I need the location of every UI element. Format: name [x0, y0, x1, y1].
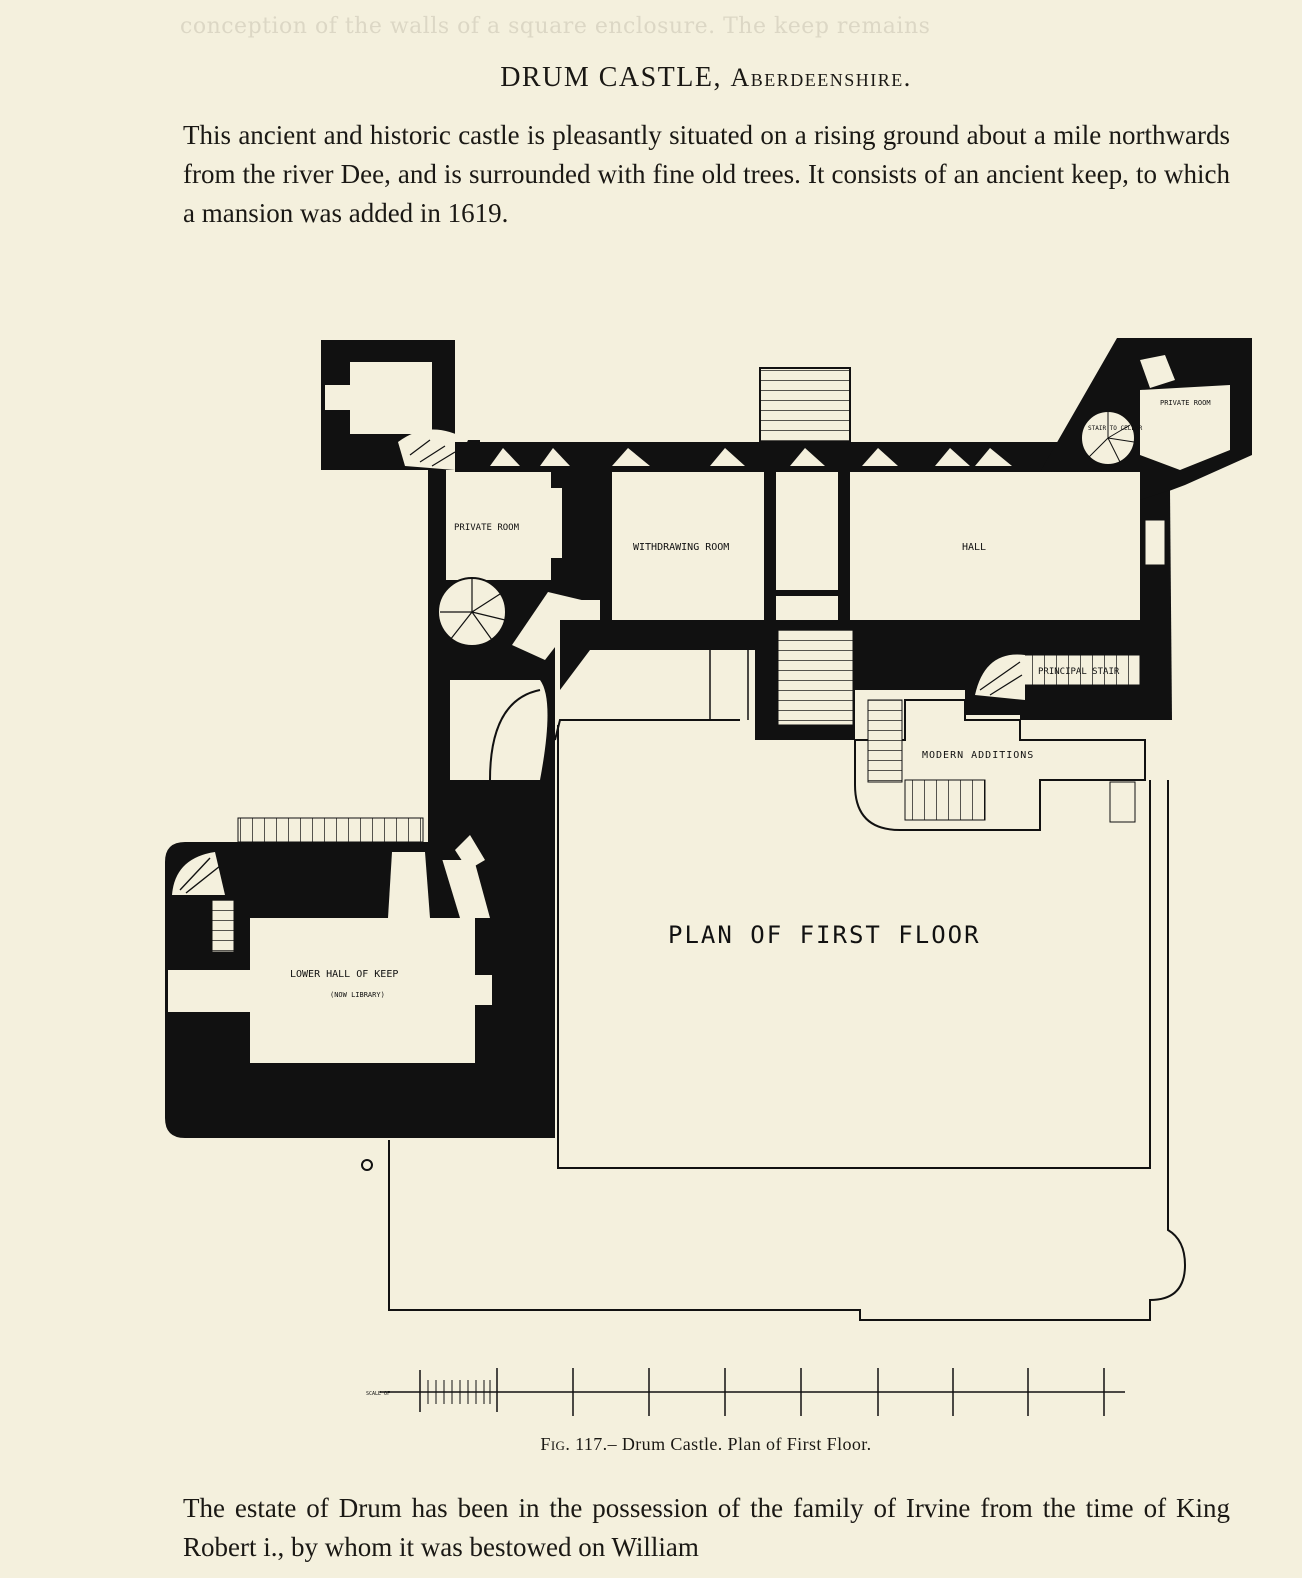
heading-title: DRUM CASTLE, [500, 62, 722, 93]
entrance-stair [759, 367, 851, 443]
label-now-library: (NOW LIBRARY) [330, 991, 385, 999]
scale-label: SCALE OF [366, 1391, 390, 1397]
scale-bar [380, 1368, 1125, 1416]
label-hall: HALL [962, 542, 986, 553]
bleed-through-text: conception of the walls of a square encl… [180, 14, 931, 39]
closing-paragraph: The estate of Drum has been in the posse… [183, 1493, 1230, 1562]
label-stair-to-cellar: STAIR TO CELLAR [1088, 425, 1143, 432]
heading-subtitle: Aberdeenshire. [730, 63, 912, 92]
intro-paragraph: This ancient and historic castle is plea… [183, 120, 1230, 228]
private-room-left [446, 470, 551, 580]
figure-caption: Fig. 117.– Drum Castle. Plan of First Fl… [0, 1434, 1302, 1455]
label-principal-stair: PRINCIPAL STAIR [1038, 667, 1120, 677]
page-heading: DRUM CASTLE, Aberdeenshire. [0, 62, 1302, 94]
modern-additions [854, 699, 1146, 831]
label-private-room-right: PRIVATE ROOM [1160, 399, 1211, 407]
label-lower-hall: LOWER HALL OF KEEP [290, 969, 398, 980]
label-modern-additions: MODERN ADDITIONS [922, 750, 1034, 761]
lower-hall-room [250, 918, 475, 1063]
courtyard-outline [388, 780, 1187, 1321]
south-wall-main [560, 620, 1165, 740]
hall-room [850, 472, 1140, 620]
label-withdrawing-room: WITHDRAWING ROOM [633, 542, 729, 553]
floor-plan-figure: PRIVATE ROOM WITHDRAWING ROOM HALL PRIVA… [165, 338, 1252, 1416]
figure-caption-text: Drum Castle. Plan of First Floor. [621, 1434, 872, 1454]
withdrawing-room [612, 472, 764, 620]
plan-title: PLAN OF FIRST FLOOR [668, 921, 981, 949]
figure-number: Fig. 117.– [540, 1434, 617, 1454]
label-private-room-left: PRIVATE ROOM [454, 523, 520, 533]
